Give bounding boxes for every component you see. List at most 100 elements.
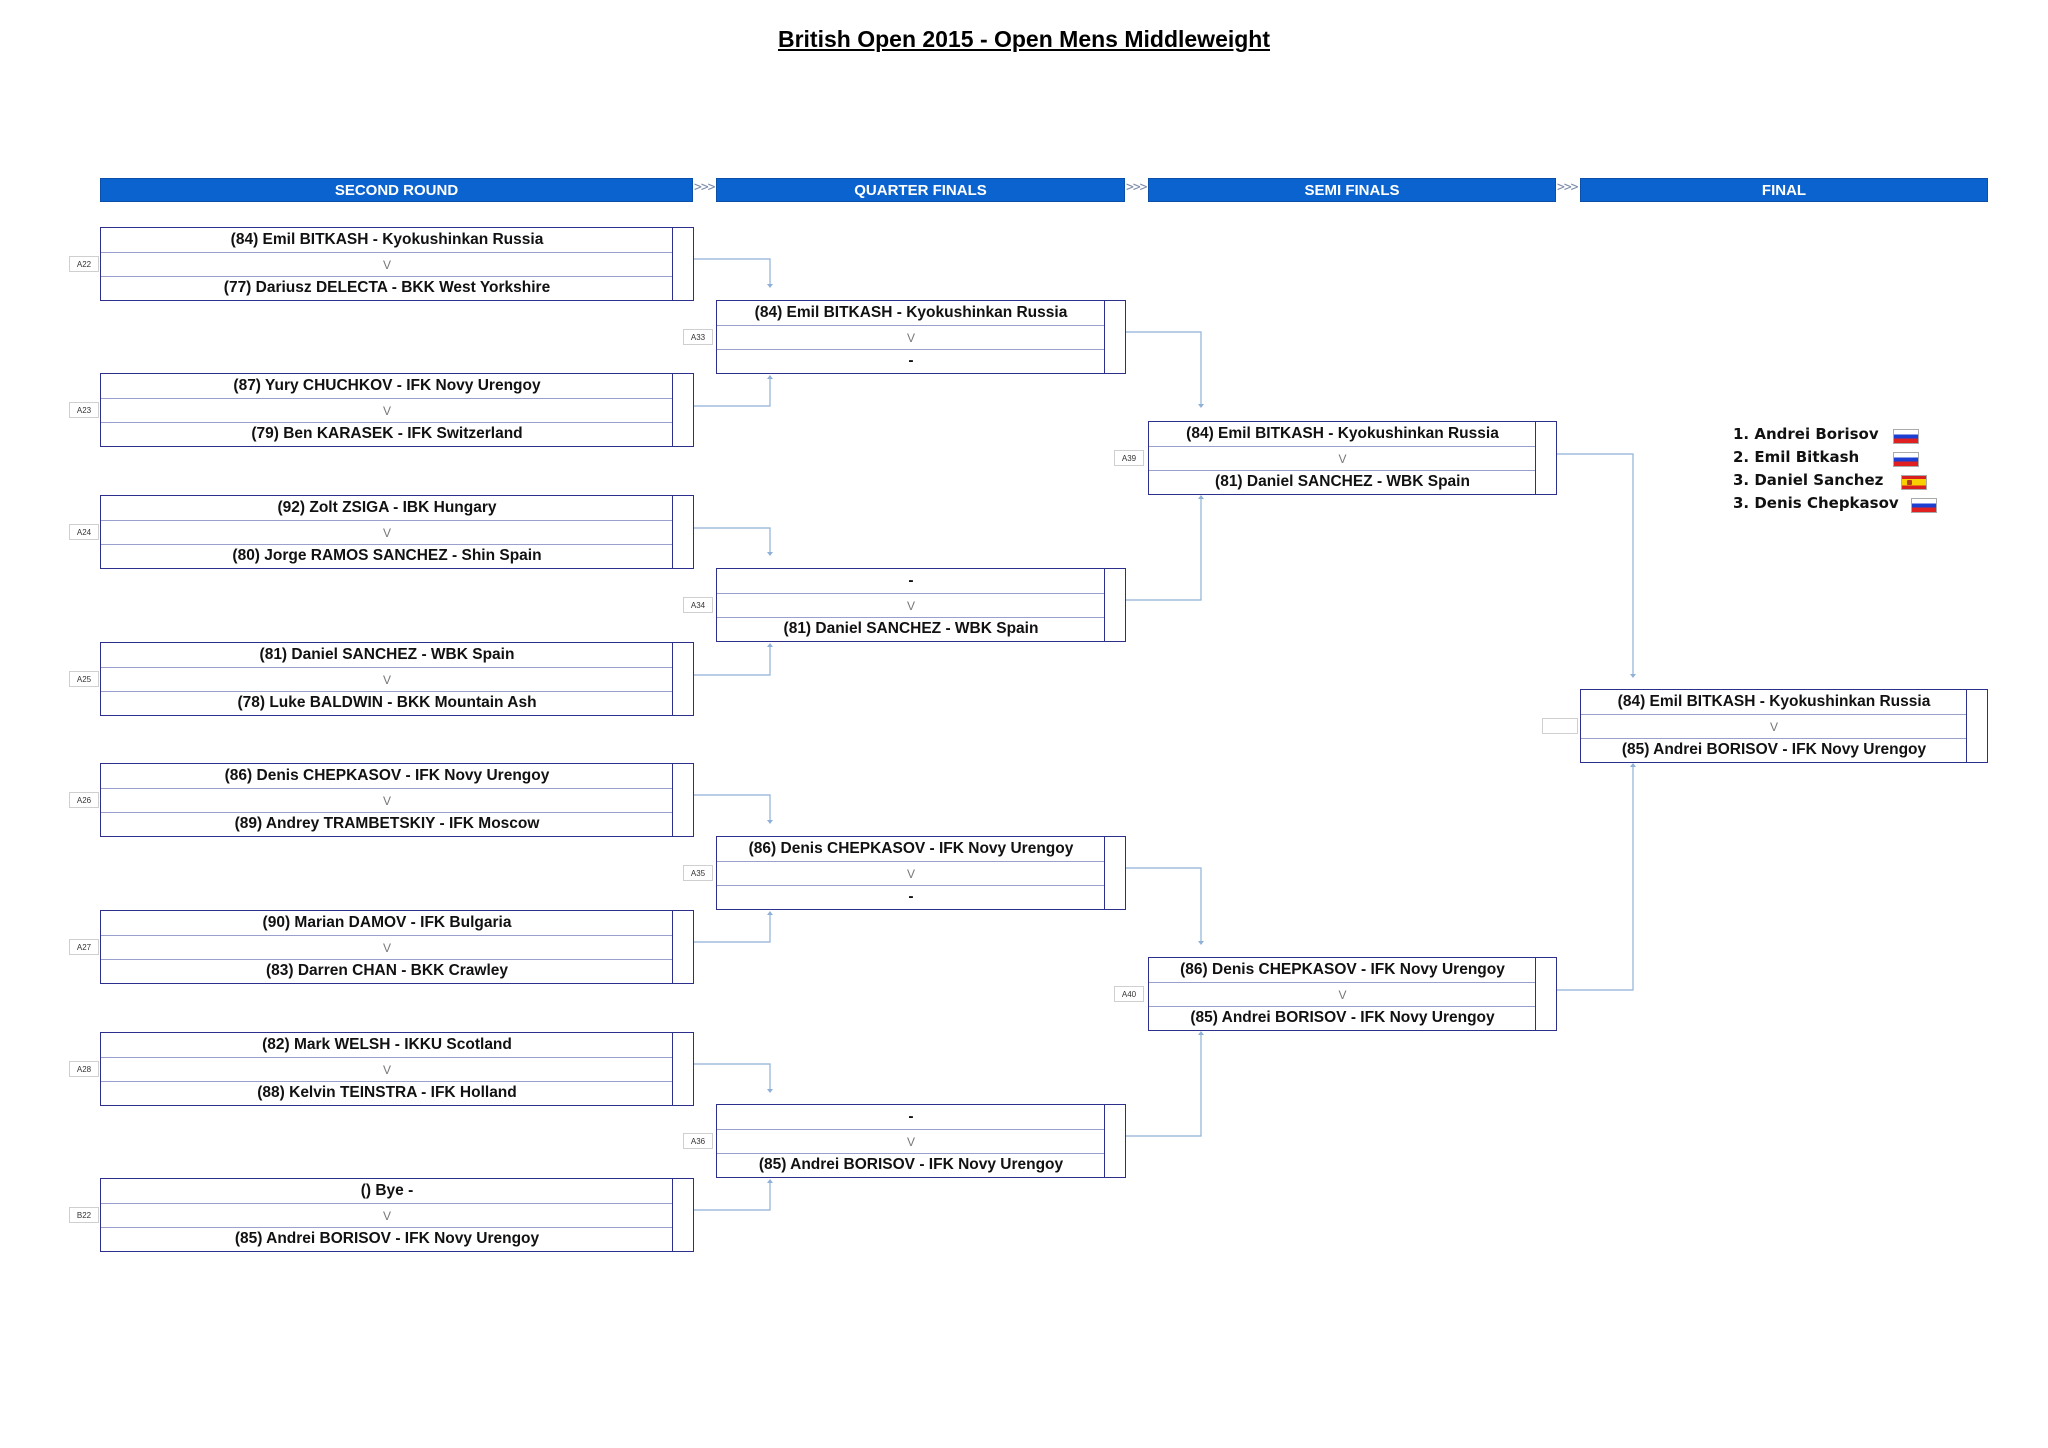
connector-line — [1557, 453, 1634, 675]
round-header-second-round: SECOND ROUND — [100, 178, 693, 202]
spain-flag-icon — [1901, 475, 1927, 490]
row-divider — [1581, 738, 1967, 739]
row-divider — [101, 1203, 673, 1204]
fighter-top: (86) Denis CHEPKASOV - IFK Novy Urengoy — [1180, 961, 1505, 978]
connector-line — [694, 794, 771, 821]
match-box-final[interactable]: (84) Emil BITKASH - Kyokushinkan Russia … — [1580, 689, 1988, 763]
fighter-top: - — [908, 1108, 914, 1125]
match-box-a39[interactable]: (84) Emil BITKASH - Kyokushinkan Russia … — [1148, 421, 1557, 495]
match-box-a25[interactable]: (81) Daniel SANCHEZ - WBK Spain V (78) L… — [100, 642, 694, 716]
connector-line — [694, 527, 771, 553]
vs-label: V — [906, 599, 915, 613]
row-divider — [101, 398, 673, 399]
match-box-a28[interactable]: (82) Mark WELSH - IKKU Scotland V (88) K… — [100, 1032, 694, 1106]
connector-arrow — [767, 552, 773, 556]
vs-label: V — [382, 673, 391, 687]
fighter-bottom: (78) Luke BALDWIN - BKK Mountain Ash — [237, 694, 537, 711]
row-divider — [101, 1081, 673, 1082]
round-header-final: FINAL — [1580, 178, 1988, 202]
fighter-top: (92) Zolt ZSIGA - IBK Hungary — [277, 499, 497, 516]
fighter-bottom: (81) Daniel SANCHEZ - WBK Spain — [1215, 473, 1470, 490]
connector-arrow — [767, 1089, 773, 1093]
round-separator: >>> — [1126, 180, 1148, 195]
row-divider — [101, 667, 673, 668]
match-id-label: A34 — [683, 597, 713, 613]
round-separator: >>> — [1557, 180, 1579, 195]
match-id-label: B22 — [69, 1207, 99, 1223]
fighter-bottom: (80) Jorge RAMOS SANCHEZ - Shin Spain — [232, 547, 542, 564]
russia-flag-icon — [1893, 452, 1919, 467]
vs-label: V — [382, 526, 391, 540]
match-id-label — [1542, 718, 1578, 734]
score-column — [1104, 301, 1125, 373]
fighter-bottom: - — [908, 888, 914, 905]
vs-label: V — [1338, 988, 1347, 1002]
score-column — [672, 1033, 693, 1105]
match-box-a22[interactable]: (84) Emil BITKASH - Kyokushinkan Russia … — [100, 227, 694, 301]
row-divider — [101, 959, 673, 960]
match-box-a36[interactable]: - V (85) Andrei BORISOV - IFK Novy Ureng… — [716, 1104, 1126, 1178]
row-divider — [1149, 1006, 1536, 1007]
score-column — [1535, 958, 1556, 1030]
result-text: 2. Emil Bitkash — [1733, 448, 1860, 466]
row-divider — [717, 1153, 1105, 1154]
fighter-bottom: (81) Daniel SANCHEZ - WBK Spain — [783, 620, 1039, 637]
connector-arrow — [767, 1179, 773, 1183]
match-id-label: A27 — [69, 939, 99, 955]
round-separator: >>> — [694, 180, 716, 195]
match-id-label: A35 — [683, 865, 713, 881]
match-id-label: A36 — [683, 1133, 713, 1149]
connector-line — [694, 1182, 771, 1211]
score-column — [1104, 837, 1125, 909]
round-header-semi-finals: SEMI FINALS — [1148, 178, 1556, 202]
row-divider — [101, 1057, 673, 1058]
vs-label: V — [382, 794, 391, 808]
connector-arrow — [1630, 763, 1636, 767]
match-box-a23[interactable]: (87) Yury CHUCHKOV - IFK Novy Urengoy V … — [100, 373, 694, 447]
match-id-label: A40 — [1114, 986, 1144, 1002]
row-divider — [717, 325, 1105, 326]
fighter-top: (86) Denis CHEPKASOV - IFK Novy Urengoy — [224, 767, 550, 784]
row-divider — [101, 1227, 673, 1228]
row-divider — [101, 520, 673, 521]
fighter-bottom: (79) Ben KARASEK - IFK Switzerland — [251, 425, 523, 442]
score-column — [672, 496, 693, 568]
fighter-top: (84) Emil BITKASH - Kyokushinkan Russia — [1186, 425, 1499, 442]
vs-label: V — [382, 404, 391, 418]
score-column — [672, 643, 693, 715]
match-box-a27[interactable]: (90) Marian DAMOV - IFK Bulgaria V (83) … — [100, 910, 694, 984]
fighter-top: () Bye - — [360, 1182, 414, 1199]
result-row: 3. Daniel Sanchez — [1733, 471, 1927, 494]
score-column — [1966, 690, 1987, 762]
final-results: 1. Andrei Borisov 2. Emil Bitkash 3. Dan… — [1733, 425, 1937, 517]
vs-label: V — [382, 1209, 391, 1223]
connector-arrow — [767, 820, 773, 824]
row-divider — [717, 861, 1105, 862]
row-divider — [717, 349, 1105, 350]
vs-label: V — [906, 331, 915, 345]
match-id-label: A26 — [69, 792, 99, 808]
fighter-bottom: (85) Andrei BORISOV - IFK Novy Urengoy — [1621, 741, 1927, 758]
connector-line — [1557, 766, 1634, 991]
connector-arrow — [1198, 1031, 1204, 1035]
result-row: 2. Emil Bitkash — [1733, 448, 1919, 471]
russia-flag-icon — [1911, 498, 1937, 513]
match-box-a34[interactable]: - V (81) Daniel SANCHEZ - WBK Spain — [716, 568, 1126, 642]
match-box-a33[interactable]: (84) Emil BITKASH - Kyokushinkan Russia … — [716, 300, 1126, 374]
row-divider — [101, 544, 673, 545]
row-divider — [101, 276, 673, 277]
connector-line — [1126, 867, 1202, 942]
fighter-top: (84) Emil BITKASH - Kyokushinkan Russia — [230, 231, 544, 248]
match-id-label: A23 — [69, 402, 99, 418]
row-divider — [1149, 470, 1536, 471]
match-box-a35[interactable]: (86) Denis CHEPKASOV - IFK Novy Urengoy … — [716, 836, 1126, 910]
match-id-label: A25 — [69, 671, 99, 687]
match-box-a26[interactable]: (86) Denis CHEPKASOV - IFK Novy Urengoy … — [100, 763, 694, 837]
score-column — [672, 764, 693, 836]
russia-flag-icon — [1893, 429, 1919, 444]
match-box-b22[interactable]: () Bye - V (85) Andrei BORISOV - IFK Nov… — [100, 1178, 694, 1252]
score-column — [672, 911, 693, 983]
match-box-a40[interactable]: (86) Denis CHEPKASOV - IFK Novy Urengoy … — [1148, 957, 1557, 1031]
match-box-a24[interactable]: (92) Zolt ZSIGA - IBK Hungary V (80) Jor… — [100, 495, 694, 569]
match-id-label: A33 — [683, 329, 713, 345]
